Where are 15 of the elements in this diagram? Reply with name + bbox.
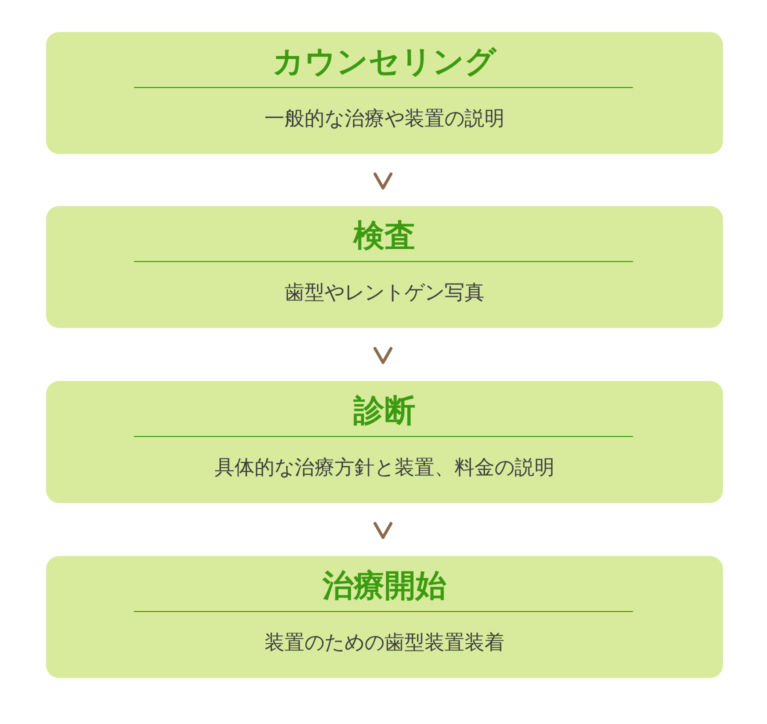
step-box xyxy=(46,556,723,678)
chevron-arrow xyxy=(374,172,392,190)
step-description: 具体的な治療方針と装置、料金の説明 xyxy=(214,455,554,479)
step-title: 診断 xyxy=(354,393,416,429)
step-title: 治療開始 xyxy=(322,568,446,604)
step-box xyxy=(46,32,723,154)
step-title: カウンセリング xyxy=(272,44,496,80)
step-description: 一般的な治療や装置の説明 xyxy=(264,106,504,130)
chevron-arrow xyxy=(374,347,392,364)
step-description: 歯型やレントゲン写真 xyxy=(284,280,484,304)
chevron-arrow xyxy=(374,522,392,539)
step-description: 装置のための歯型装置装着 xyxy=(264,630,504,654)
step-title: 検査 xyxy=(354,218,416,254)
step-box xyxy=(46,381,723,503)
step-box xyxy=(46,206,723,328)
